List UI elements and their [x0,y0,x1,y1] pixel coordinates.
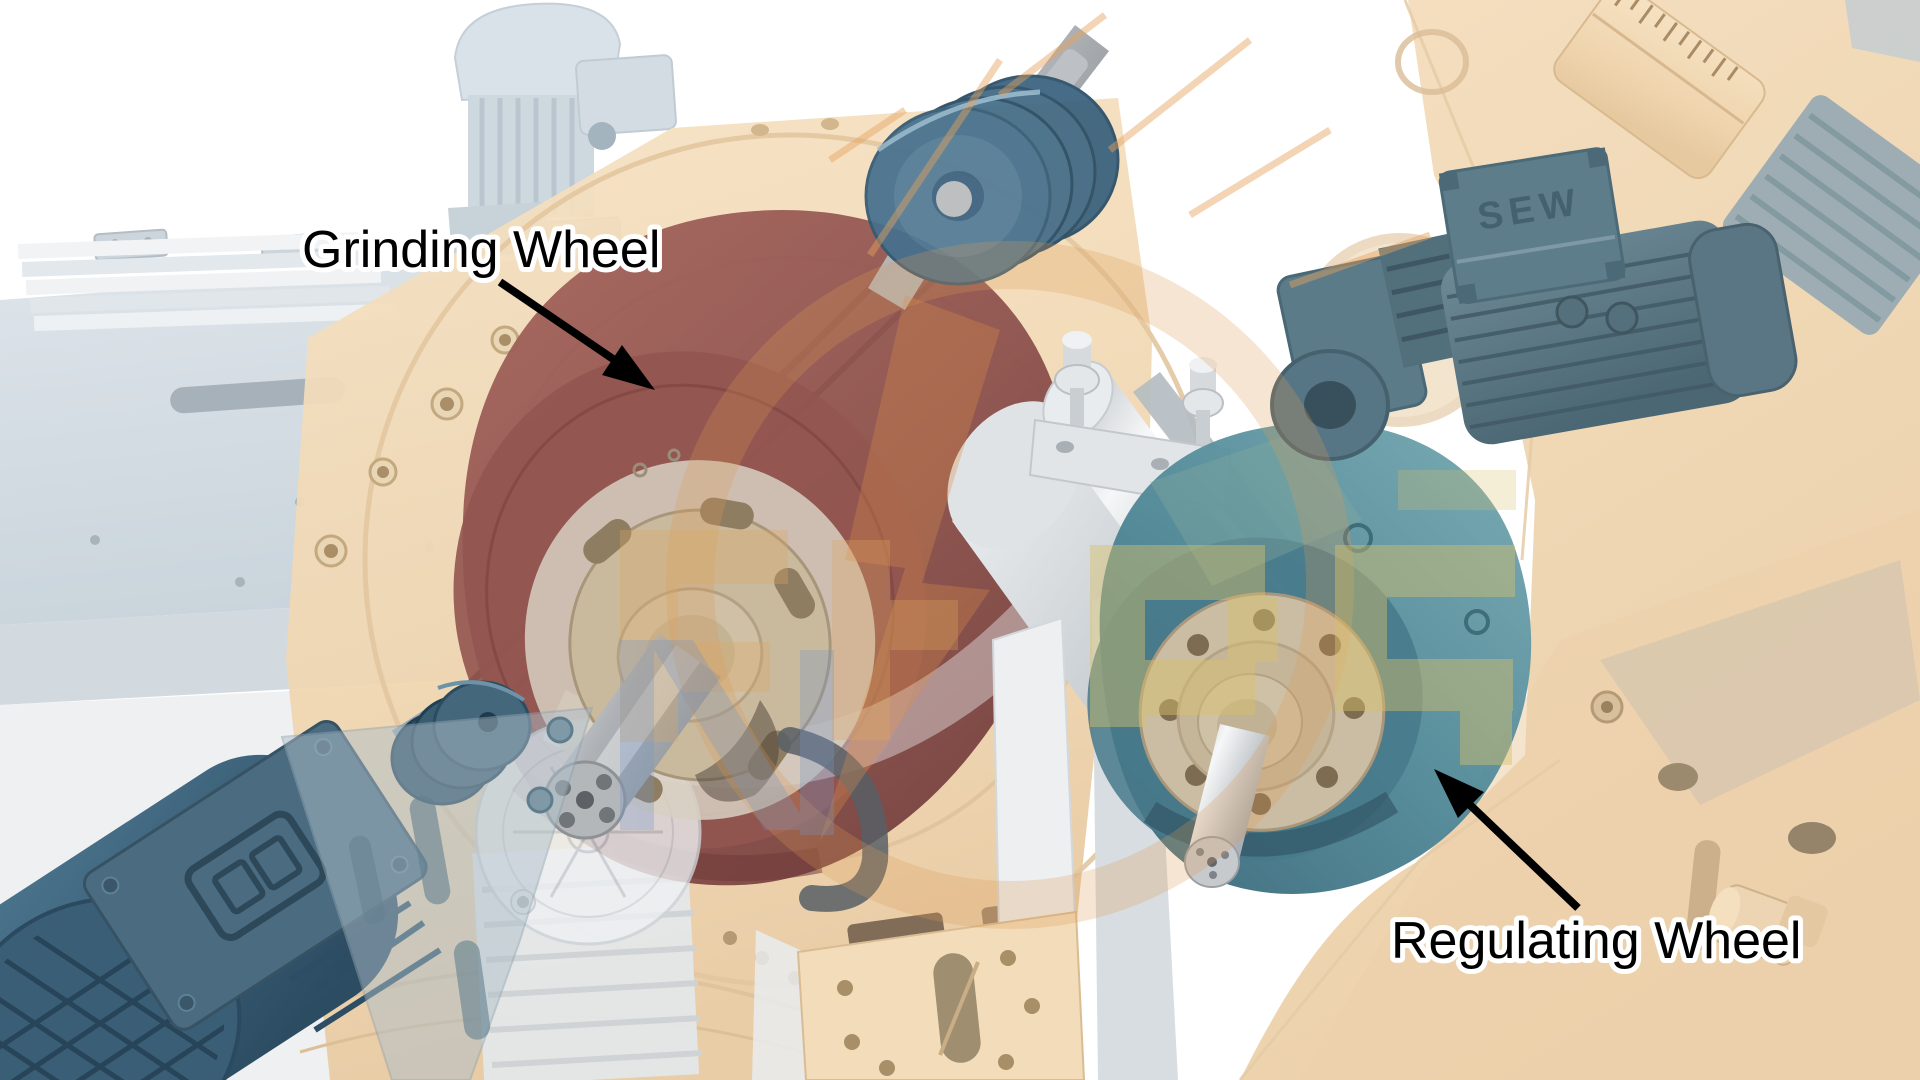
regulating-wheel [1087,422,1532,894]
regulating-spindle-shaft [1184,724,1270,888]
finned-unit-right [1722,95,1920,335]
weg-motor [0,680,594,1080]
stepped-boss [1708,884,1828,966]
watermark [620,12,1516,929]
flange-bolts [314,325,520,568]
sew-gearmotor: SEW [1270,147,1798,461]
regulating-wheel-callout: Regulating Wheel [1386,769,1806,975]
watermark-lightning-bolt [820,295,1000,840]
grinding-wheel-callout: Grinding Wheel [297,216,665,390]
terminal-box [575,54,677,136]
shaded-facet [1600,560,1920,805]
mount-plate [280,706,594,1080]
watermark-letters-left [620,530,958,742]
rest-base-plate [796,910,1086,1080]
spindle-pulley [864,25,1120,310]
motor-end-cap [1688,222,1798,398]
annotations: Grinding Wheel Regulating Wheel [297,216,1806,975]
dial-cylinder [1553,0,1766,180]
regulating-wheel-label: Regulating Wheel [1391,912,1801,970]
regulating-arrow-line [1465,800,1581,911]
watermark-letters-right [1090,470,1516,765]
bore-hole-2 [1788,822,1836,854]
regulating-arrow-head [1434,769,1484,818]
tee-slot [170,376,345,414]
cap-screw [1590,690,1624,724]
ribbed-casting-top-left [17,231,400,332]
watermark-letters-blue [620,640,834,835]
sew-terminal-box: SEW [1438,147,1626,305]
grinding-arrow-line [497,278,619,365]
guard-bracket [777,727,889,912]
grinding-wheel-label: Grinding Wheel [302,221,660,279]
watermark-rays [828,12,1432,289]
grinding-wheel-hub [524,448,876,820]
watermark-ring [666,241,1354,929]
grinding-arrow-head [602,345,655,390]
weg-logo [184,810,327,941]
bore-hole [1658,763,1698,791]
adjust-pins [1054,331,1224,446]
